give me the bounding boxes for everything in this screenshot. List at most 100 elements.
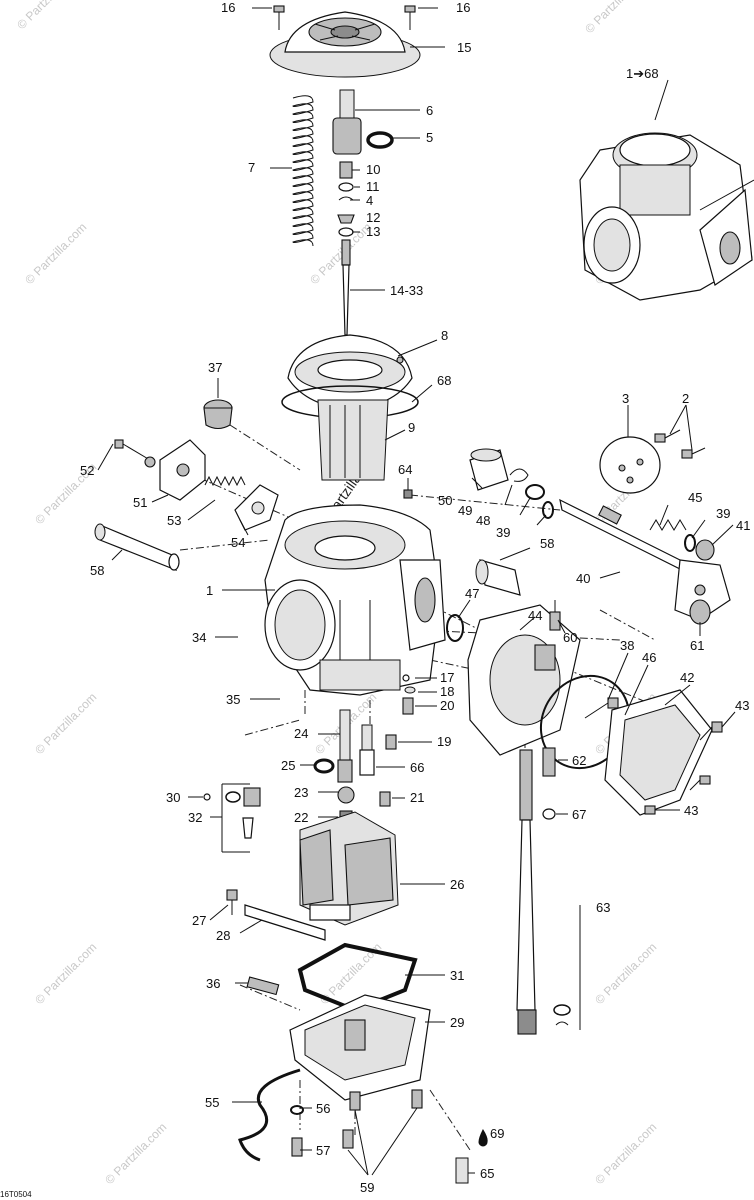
screws-2 xyxy=(654,429,706,459)
diaphragm-8 xyxy=(287,334,413,411)
carburetor-body-1 xyxy=(264,504,446,696)
callout-32: 32 xyxy=(188,810,202,825)
callout-59: 59 xyxy=(360,1180,374,1195)
callout-9: 9 xyxy=(408,420,415,435)
callout-5: 5 xyxy=(426,130,433,145)
screw-64 xyxy=(403,489,413,499)
throttle-shaft-40 xyxy=(559,498,731,621)
screw-59a xyxy=(342,1129,354,1149)
gasket-31 xyxy=(297,942,418,1013)
callout-17: 17 xyxy=(440,670,454,685)
callout-13: 13 xyxy=(366,224,380,239)
callout-18: 18 xyxy=(440,684,454,699)
screw-52 xyxy=(114,439,151,461)
callout-40: 40 xyxy=(576,571,590,586)
watermark: © Partzilla.com xyxy=(582,0,649,36)
pin-28 xyxy=(244,904,326,941)
needle-holder-6 xyxy=(332,89,362,155)
callout-2: 2 xyxy=(682,391,689,406)
callout-48: 48 xyxy=(476,513,490,528)
clip-49 xyxy=(509,468,529,482)
spring-10 xyxy=(339,161,353,179)
ball-17 xyxy=(402,674,410,682)
callout-49: 49 xyxy=(458,503,472,518)
spring-62 xyxy=(542,747,556,777)
callout-6: 6 xyxy=(426,103,433,118)
bushing-50 xyxy=(469,448,509,491)
callout-4: 4 xyxy=(366,193,373,208)
callout-65: 65 xyxy=(480,1166,494,1181)
callout-20: 20 xyxy=(440,698,454,713)
callout-43: 43 xyxy=(684,803,698,818)
callout-57: 57 xyxy=(316,1143,330,1158)
washer-56 xyxy=(290,1105,304,1115)
callout-51: 51 xyxy=(133,495,147,510)
tube-58-right xyxy=(475,559,521,596)
screw-27 xyxy=(226,889,238,915)
callout-46: 46 xyxy=(642,650,656,665)
watermark: © Partzilla.com xyxy=(592,1120,659,1187)
callout-21: 21 xyxy=(410,790,424,805)
callout-63: 63 xyxy=(596,900,610,915)
callout-8: 8 xyxy=(441,328,448,343)
watermark: © Partzilla.com xyxy=(14,0,81,32)
o-ring-47 xyxy=(446,614,464,642)
jet-21 xyxy=(379,791,391,807)
callout-28: 28 xyxy=(216,928,230,943)
watermark: © Partzilla.com xyxy=(32,940,99,1007)
o-ring-5 xyxy=(366,131,394,149)
callout-23: 23 xyxy=(294,785,308,800)
screw-16-right xyxy=(404,5,416,30)
callout-30: 30 xyxy=(166,790,180,805)
watermark: © Partzilla.com xyxy=(32,690,99,757)
screw-57 xyxy=(291,1137,303,1157)
tube-58-left xyxy=(94,523,180,571)
callout-19: 19 xyxy=(437,734,451,749)
spring-45 xyxy=(649,519,687,531)
callout-61: 61 xyxy=(690,638,704,653)
pivot-61 xyxy=(689,599,711,625)
cap-37 xyxy=(203,399,233,430)
callout-16: 16 xyxy=(221,0,235,15)
callout-31: 31 xyxy=(450,968,464,983)
callout-64: 64 xyxy=(398,462,412,477)
callout-12: 12 xyxy=(366,210,380,225)
spring-20 xyxy=(402,697,414,715)
slide-9 xyxy=(317,399,389,481)
throttle-plate-3 xyxy=(599,436,661,494)
cable-63 xyxy=(516,749,581,1035)
washer-48 xyxy=(525,484,545,500)
drop-69-icon xyxy=(478,1128,488,1147)
callout-11: 11 xyxy=(366,179,380,194)
washer-11 xyxy=(338,182,354,192)
spring-53 xyxy=(204,475,246,487)
callout-45: 45 xyxy=(688,490,702,505)
cover-44 xyxy=(467,604,581,756)
leader-lines xyxy=(97,7,736,1176)
watermark: © Partzilla.com xyxy=(22,220,89,287)
callout-58: 58 xyxy=(90,563,104,578)
cap-41 xyxy=(695,539,715,561)
callout-14-33: 14-33 xyxy=(390,283,423,298)
callout-35: 35 xyxy=(226,692,240,707)
o-ring-39b xyxy=(684,534,696,552)
washer-67 xyxy=(542,808,556,820)
callout-58: 58 xyxy=(540,536,554,551)
screw-43c xyxy=(689,775,711,791)
callout-24: 24 xyxy=(294,726,308,741)
washer-23 xyxy=(337,786,355,804)
jet-60 xyxy=(549,600,561,631)
pilot-jet-66 xyxy=(359,724,375,776)
clip-4 xyxy=(338,196,354,201)
drawing-code: 16T0504 xyxy=(0,1190,32,1199)
o-ring-39a xyxy=(542,501,554,519)
callout-53: 53 xyxy=(167,513,181,528)
fitting-65 xyxy=(455,1157,469,1184)
float-valve-32 xyxy=(221,783,261,853)
float-bowl-29 xyxy=(289,994,431,1101)
callout-22: 22 xyxy=(294,810,308,825)
callout-1: 1 xyxy=(206,583,213,598)
callout-37: 37 xyxy=(208,360,222,375)
callout-42: 42 xyxy=(680,670,694,685)
